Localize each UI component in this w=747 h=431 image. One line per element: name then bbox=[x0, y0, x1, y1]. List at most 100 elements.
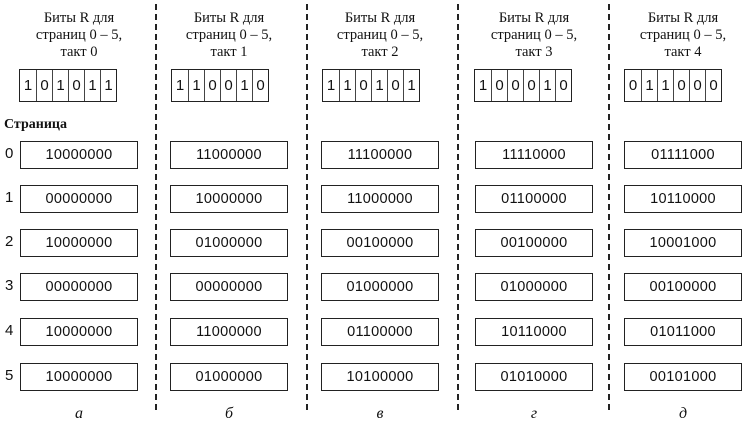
page-number: 1 bbox=[5, 189, 14, 206]
page-header: Страница bbox=[4, 117, 67, 132]
aging-counter: 01000000 bbox=[170, 363, 288, 391]
title-line: такт 1 bbox=[210, 44, 248, 60]
r-bit-cell: 0 bbox=[355, 70, 371, 101]
aging-counter: 10110000 bbox=[624, 185, 742, 213]
r-bit-cell: 1 bbox=[188, 70, 204, 101]
title-line: страниц 0 – 5, bbox=[639, 27, 727, 43]
column-label: в bbox=[376, 405, 384, 422]
aging-counter: 10000000 bbox=[20, 141, 138, 169]
title-line: страниц 0 – 5, bbox=[336, 27, 424, 43]
r-bit-cell: 1 bbox=[339, 70, 355, 101]
r-bit-cell: 0 bbox=[555, 70, 571, 101]
title-line: Биты R для bbox=[344, 10, 416, 26]
r-bit-cell: 1 bbox=[23, 77, 33, 94]
title-line: страниц 0 – 5, bbox=[185, 27, 273, 43]
aging-counter: 01100000 bbox=[475, 185, 593, 213]
dashed-divider bbox=[457, 4, 459, 410]
aging-counter: 01010000 bbox=[475, 363, 593, 391]
aging-counter: 00100000 bbox=[321, 229, 439, 257]
r-bit-cell: 0 bbox=[507, 70, 523, 101]
dashed-divider bbox=[608, 4, 610, 410]
dashed-divider bbox=[306, 4, 308, 410]
page-number: 4 bbox=[5, 322, 14, 339]
r-bit-cell: 0 bbox=[689, 70, 705, 101]
title-line: Биты R для bbox=[647, 10, 719, 26]
title-line: такт 3 bbox=[515, 44, 553, 60]
dashed-divider bbox=[155, 4, 157, 410]
title-line: Биты R для bbox=[498, 10, 570, 26]
title-line: страниц 0 – 5, bbox=[490, 27, 578, 43]
aging-counter: 10001000 bbox=[624, 229, 742, 257]
page-number: 2 bbox=[5, 233, 14, 250]
aging-counter: 01000000 bbox=[321, 273, 439, 301]
r-bit-cell: 0 bbox=[705, 70, 721, 101]
aging-counter: 01000000 bbox=[475, 273, 593, 301]
title-line: Биты R для bbox=[43, 10, 115, 26]
column-label: г bbox=[530, 405, 538, 422]
aging-counter: 10000000 bbox=[20, 363, 138, 391]
aging-counter: 10000000 bbox=[20, 318, 138, 346]
aging-counter: 10000000 bbox=[20, 229, 138, 257]
page-number: 5 bbox=[5, 367, 14, 384]
aging-counter: 01111000 bbox=[624, 141, 742, 169]
r-bit-cell: 1 bbox=[100, 70, 116, 101]
r-bit-cell: 0 bbox=[491, 70, 507, 101]
r-bit-cell: 0 bbox=[523, 70, 539, 101]
r-bit-cell: 0 bbox=[673, 70, 689, 101]
aging-counter: 00000000 bbox=[20, 185, 138, 213]
aging-counter: 01100000 bbox=[321, 318, 439, 346]
page-number: 0 bbox=[5, 145, 14, 162]
r-bit-cell: 0 bbox=[252, 70, 268, 101]
r-bit-cell: 1 bbox=[326, 77, 336, 94]
aging-counter: 10100000 bbox=[321, 363, 439, 391]
r-bit-cell: 0 bbox=[220, 70, 236, 101]
aging-counter: 00101000 bbox=[624, 363, 742, 391]
r-bit-cell: 1 bbox=[371, 70, 387, 101]
aging-counter: 00000000 bbox=[20, 273, 138, 301]
aging-counter: 11110000 bbox=[475, 141, 593, 169]
r-bit-cell: 1 bbox=[52, 70, 68, 101]
title-line: Биты R для bbox=[193, 10, 265, 26]
aging-counter: 10000000 bbox=[170, 185, 288, 213]
aging-counter: 11100000 bbox=[321, 141, 439, 169]
r-bit-cell: 0 bbox=[36, 70, 52, 101]
aging-counter: 01011000 bbox=[624, 318, 742, 346]
aging-counter: 00000000 bbox=[170, 273, 288, 301]
aging-counter: 11000000 bbox=[170, 141, 288, 169]
r-bit-cell: 1 bbox=[478, 77, 488, 94]
r-bit-cell: 1 bbox=[175, 77, 185, 94]
r-bit-cell: 0 bbox=[68, 70, 84, 101]
column-label: д bbox=[678, 405, 688, 422]
aging-counter: 00100000 bbox=[624, 273, 742, 301]
page-number: 3 bbox=[5, 277, 14, 294]
title-line: страниц 0 – 5, bbox=[35, 27, 123, 43]
aging-counter: 11000000 bbox=[170, 318, 288, 346]
r-bit-cell: 1 bbox=[403, 70, 419, 101]
title-line: такт 2 bbox=[361, 44, 399, 60]
r-bit-cell: 1 bbox=[657, 70, 673, 101]
r-bit-cell: 0 bbox=[204, 70, 220, 101]
r-bit-cell: 1 bbox=[641, 70, 657, 101]
r-bit-cell: 0 bbox=[387, 70, 403, 101]
title-line: такт 4 bbox=[664, 44, 702, 60]
r-bit-cell: 1 bbox=[84, 70, 100, 101]
aging-counter: 00100000 bbox=[475, 229, 593, 257]
aging-counter: 01000000 bbox=[170, 229, 288, 257]
column-label: б bbox=[224, 405, 234, 422]
aging-counter: 10110000 bbox=[475, 318, 593, 346]
column-label: а bbox=[75, 405, 83, 422]
r-bit-cell: 1 bbox=[539, 70, 555, 101]
title-line: такт 0 bbox=[60, 44, 98, 60]
aging-counter: 11000000 bbox=[321, 185, 439, 213]
r-bit-cell: 0 bbox=[628, 77, 638, 94]
